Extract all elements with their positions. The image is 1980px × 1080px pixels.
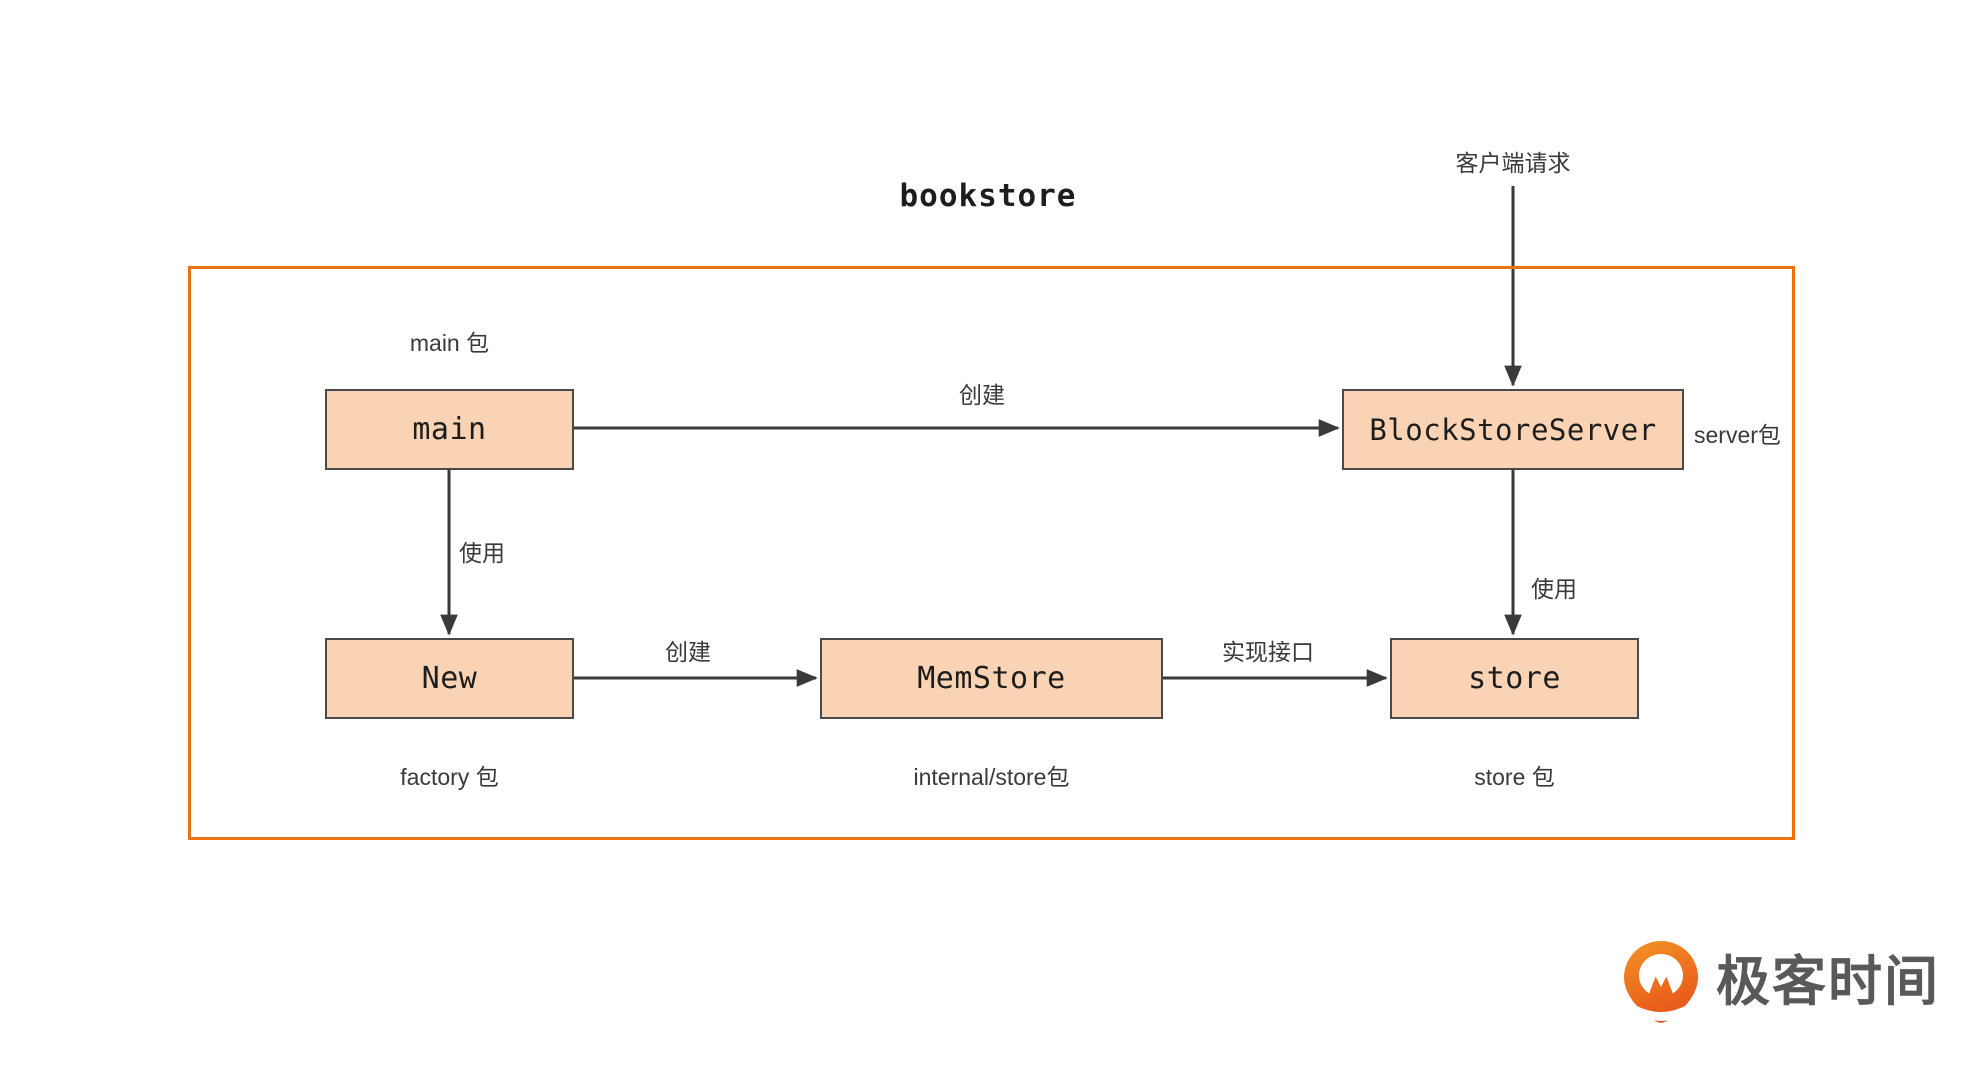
node-store[interactable]: store: [1390, 638, 1639, 719]
node-store-label: store: [1468, 661, 1561, 696]
watermark-text: 极客时间: [1716, 952, 1940, 1012]
edge-label-main-to-new: 使用: [459, 540, 505, 566]
node-new-label: New: [421, 661, 478, 696]
geektime-logo-icon: [1624, 941, 1698, 1023]
node-memstore-label: MemStore: [917, 661, 1066, 696]
caption-store-package: store 包: [1474, 764, 1555, 790]
caption-main-package: main 包: [409, 330, 490, 356]
node-blockstoreserver[interactable]: BlockStoreServer: [1342, 389, 1684, 470]
edge-label-new-to-memstore: 创建: [665, 639, 711, 665]
caption-server-package: server包: [1694, 422, 1781, 448]
page-title-text: bookstore: [899, 178, 1077, 214]
caption-factory-package: factory 包: [400, 764, 499, 790]
edge-label-memstore-to-store: 实现接口: [1222, 639, 1314, 665]
node-main-label: main: [412, 412, 487, 447]
watermark: 极客时间: [1622, 940, 1940, 1024]
node-blockstoreserver-label: BlockStoreServer: [1369, 412, 1657, 447]
node-memstore[interactable]: MemStore: [820, 638, 1163, 719]
node-main[interactable]: main: [325, 389, 574, 470]
bookstore-package-frame: [188, 266, 1795, 840]
node-new[interactable]: New: [325, 638, 574, 719]
client-request-label: 客户端请求: [1455, 150, 1571, 176]
edge-label-main-to-server: 创建: [959, 382, 1005, 408]
caption-internal-store-package: internal/store包: [913, 764, 1070, 790]
page-title: bookstore: [0, 178, 1980, 214]
edge-label-server-to-store: 使用: [1531, 576, 1577, 602]
